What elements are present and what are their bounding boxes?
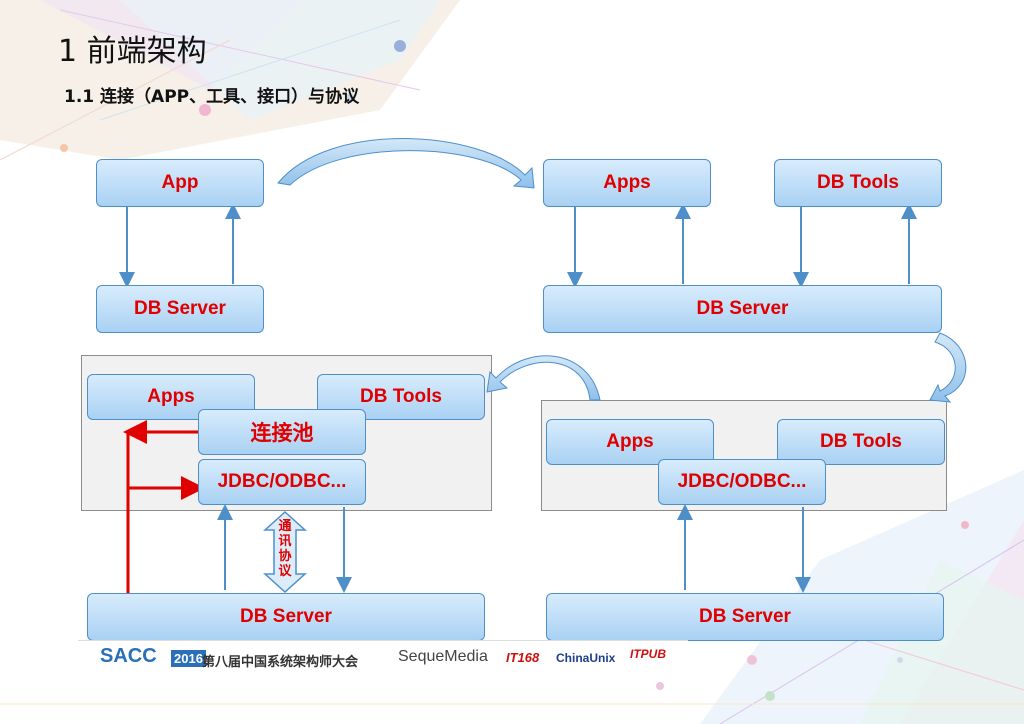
protocol-char: 协 — [278, 549, 292, 564]
d4-db-server-box: DB Server — [546, 593, 944, 641]
d2-db-server-box: DB Server — [543, 285, 942, 333]
d3-connection-pool-box: 连接池 — [198, 409, 366, 455]
protocol-char: 通 — [278, 519, 292, 534]
itpub-logo: ITPUB — [630, 647, 666, 661]
protocol-char: 讯 — [278, 534, 292, 549]
d4-db-tools-box: DB Tools — [777, 419, 945, 465]
d2-db-tools-box: DB Tools — [774, 159, 942, 207]
sacc-logo: SACC — [100, 645, 157, 667]
d3-db-server-box: DB Server — [87, 593, 485, 641]
chinaunix-logo: ChinaUnix — [556, 651, 616, 665]
d2-apps-box: Apps — [543, 159, 711, 207]
footer-sponsor-bar: SACC 2016 第八届中国系统架构师大会 SequeMedia IT168 … — [78, 640, 688, 675]
d1-app-box: App — [96, 159, 264, 207]
slide-title: 1 前端架构 — [58, 34, 207, 69]
sacc-year-badge: 2016 — [171, 650, 206, 667]
sequemedia-logo: SequeMedia — [398, 648, 488, 665]
d3-jdbc-odbc-box: JDBC/ODBC... — [198, 459, 366, 505]
protocol-label: 通 讯 协 议 — [275, 519, 295, 579]
it168-logo: IT168 — [506, 650, 540, 665]
d1-db-server-box: DB Server — [96, 285, 264, 333]
d4-apps-box: Apps — [546, 419, 714, 465]
d4-jdbc-odbc-box: JDBC/ODBC... — [658, 459, 826, 505]
protocol-char: 议 — [278, 564, 292, 579]
conference-name: 第八届中国系统架构师大会 — [202, 655, 359, 670]
slide-subtitle: 1.1 连接（APP、工具、接口）与协议 — [64, 87, 360, 107]
